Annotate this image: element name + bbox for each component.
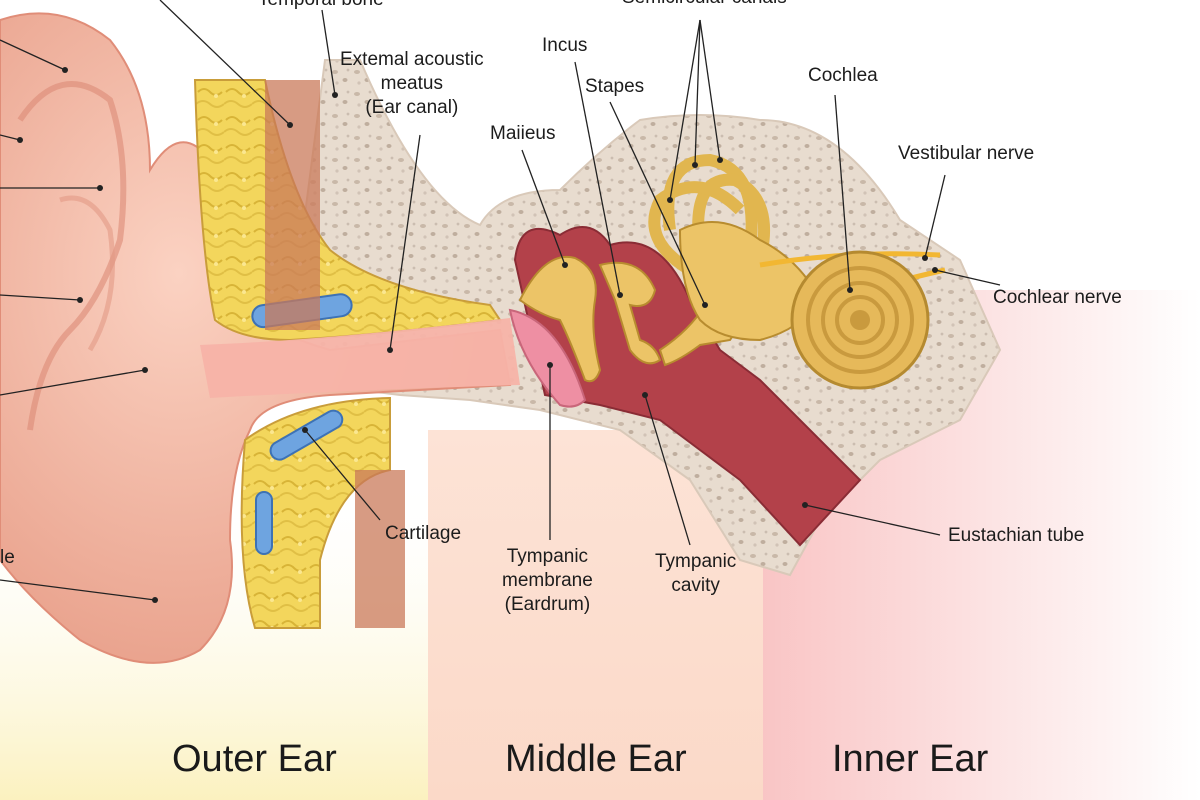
eardrum: [508, 308, 587, 408]
region-middle-ear: Middle Ear: [505, 738, 687, 780]
label-eam-line1: Extemal acoustic: [340, 49, 484, 70]
label-cartilage: Cartilage: [385, 523, 462, 544]
label-incus: Incus: [542, 35, 588, 56]
temporal-bone-strip-lower: [355, 470, 405, 628]
leader-lines: [0, 0, 1001, 601]
cartilage-blue-mark-3: [255, 491, 273, 555]
label-eam-line2: meatus: [380, 73, 443, 94]
label-semicircular-canals: Semicircular canals: [622, 0, 787, 10]
region-inner-ear: Inner Ear: [832, 738, 989, 780]
label-tc-line1: Tympanic: [655, 551, 737, 572]
label-temporal-bone: Temporal bone: [258, 0, 384, 12]
label-cochlea: Cochlea: [808, 65, 878, 86]
label-stapes: Stapes: [585, 76, 645, 97]
label-tm-line1: Tympanic: [506, 546, 589, 567]
label-vestibular-nerve: Vestibular nerve: [898, 143, 1035, 164]
region-outer-ear: Outer Ear: [172, 738, 337, 780]
cochlea-shape: [790, 250, 930, 390]
label-malleus: Maiieus: [490, 123, 556, 144]
label-tympanic-cavity: Tympanic cavity: [655, 550, 736, 598]
malleus: [518, 255, 602, 383]
label-tc-line2: cavity: [671, 575, 720, 596]
temporal-bone-strip: [265, 80, 320, 330]
label-eam-line3: (Ear canal): [365, 97, 459, 118]
label-cut-off: le: [0, 547, 15, 568]
label-cochlear-nerve: Cochlear nerve: [993, 287, 1122, 308]
label-external-acoustic-meatus: Extemal acoustic meatus (Ear canal): [340, 48, 484, 120]
incus: [598, 261, 662, 365]
semicircular-canals: [648, 153, 771, 276]
cartilage-blue-mark-2: [269, 409, 344, 461]
label-tympanic-membrane: Tympanic membrane (Eardrum): [502, 545, 593, 617]
ear-canal: [200, 318, 520, 398]
label-eustachian-tube: Eustachian tube: [948, 525, 1085, 546]
label-tm-line2: membrane: [502, 570, 593, 591]
label-tm-line3: (Eardrum): [504, 594, 591, 615]
